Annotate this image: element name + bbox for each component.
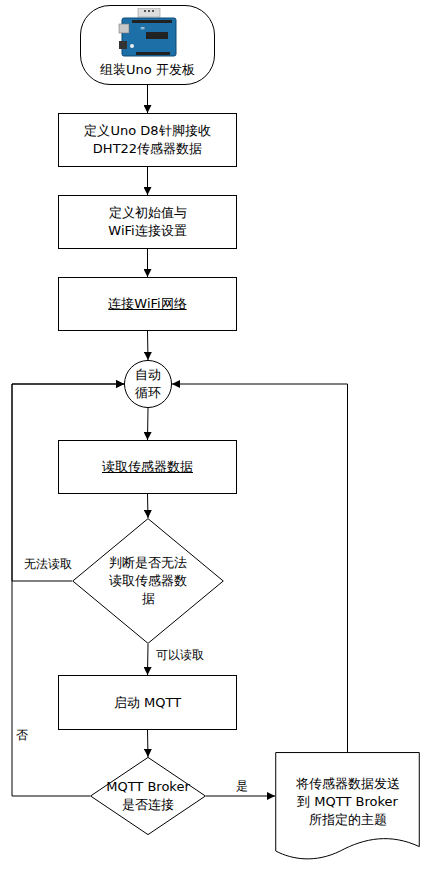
flow-arrow	[147, 644, 149, 675]
process-box: 启动 MQTT	[58, 675, 237, 730]
edge-label: 无法读取	[24, 557, 72, 571]
flow-arrow	[206, 796, 275, 797]
flow-arrow	[147, 494, 149, 518]
node-text: 定义Uno D8针脚接收 DHT22传感器数据	[82, 122, 214, 158]
flow-arrow	[147, 408, 149, 440]
node-text: 组装Uno 开发板	[100, 61, 195, 79]
loop-connector: 自动 循环	[124, 360, 172, 408]
flow-arrow	[147, 249, 148, 277]
node-text: 连接WiFi网络	[108, 295, 186, 313]
node-text: 读取传感器数据	[102, 458, 193, 476]
node-text: MQTT Broker 是否连接	[102, 778, 194, 814]
node-text: 将传感器数据发送 到 MQTT Broker 所指定的主题	[292, 775, 404, 829]
node-text: 定义初始值与 WiFi连接设置	[104, 204, 192, 240]
process-box: 定义初始值与 WiFi连接设置	[58, 195, 237, 249]
decision-diamond: 判断是否无法读取传感器数据	[72, 518, 224, 644]
document-shape: 将传感器数据发送 到 MQTT Broker 所指定的主题	[275, 752, 420, 862]
edge-label: 可以读取	[156, 648, 204, 662]
process-box: 连接WiFi网络	[58, 277, 237, 331]
edge-label: 否	[16, 728, 28, 742]
flow-arrow	[147, 331, 149, 360]
flow-arrow	[147, 167, 148, 195]
flow-arrow	[147, 730, 149, 757]
node-text: 自动 循环	[133, 366, 163, 402]
svg-text:∞: ∞	[140, 24, 145, 31]
diamond-outline	[90, 757, 206, 835]
process-box: 定义Uno D8针脚接收 DHT22传感器数据	[58, 113, 237, 167]
node-text: 判断是否无法读取传感器数据	[106, 554, 190, 608]
edge-label: 是	[236, 779, 248, 793]
process-box: 读取传感器数据	[58, 440, 237, 494]
decision-diamond: MQTT Broker 是否连接	[90, 757, 206, 835]
flow-arrow	[147, 85, 148, 113]
node-text: 启动 MQTT	[114, 694, 181, 712]
arduino-illustration: ∞	[118, 8, 180, 58]
